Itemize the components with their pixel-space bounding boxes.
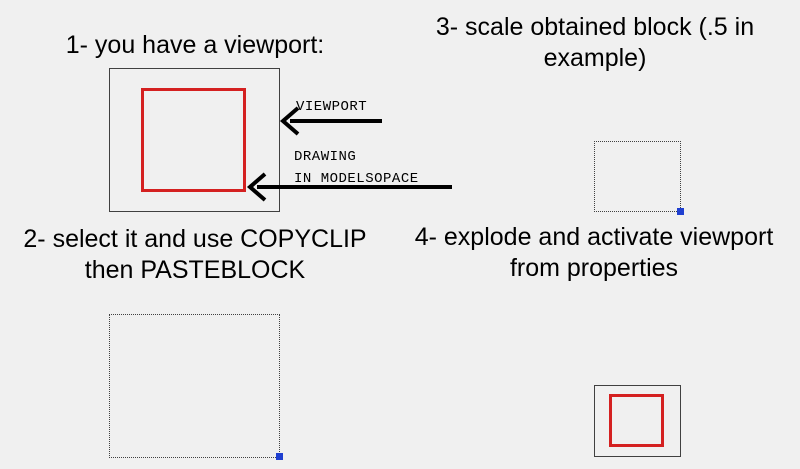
step-1-drawing-rect <box>141 88 246 192</box>
step-3-grip-handle <box>677 208 684 215</box>
step-1-viewport-frame <box>109 68 280 212</box>
viewport-label: VIEWPORT <box>296 99 368 115</box>
step-2-caption: 2- select it and use COPYCLIP then PASTE… <box>0 224 390 286</box>
drawing-label: DRAWING IN MODELSOPACE <box>294 146 419 190</box>
step-4-drawing-rect <box>609 394 664 447</box>
drawing-label-line-2: IN MODELSOPACE <box>294 171 419 187</box>
step-3-text-line-2: example) <box>543 44 647 72</box>
step-2-grip-handle <box>276 453 283 460</box>
drawing-label-line-1: DRAWING <box>294 149 357 165</box>
step-3-text-line-1: 3- scale obtained block (.5 in <box>435 13 755 41</box>
step-2-text-line-1: 2- select it and use COPYCLIP <box>23 225 367 253</box>
step-4-text-line-1: 4- explode and activate viewport <box>414 223 774 251</box>
step-4-text-line-2: from properties <box>509 254 679 282</box>
step-3-caption: 3- scale obtained block (.5 in example) <box>405 12 785 74</box>
step-1-text: 1- you have a viewport: <box>65 31 325 59</box>
step-4-viewport-frame <box>594 385 681 457</box>
step-2-pasted-block <box>109 314 280 458</box>
step-1-caption: 1- you have a viewport: <box>40 30 350 61</box>
step-2-text-line-2: then PASTEBLOCK <box>84 256 306 284</box>
step-4-caption: 4- explode and activate viewport from pr… <box>398 222 790 284</box>
step-3-scaled-block <box>594 141 681 212</box>
